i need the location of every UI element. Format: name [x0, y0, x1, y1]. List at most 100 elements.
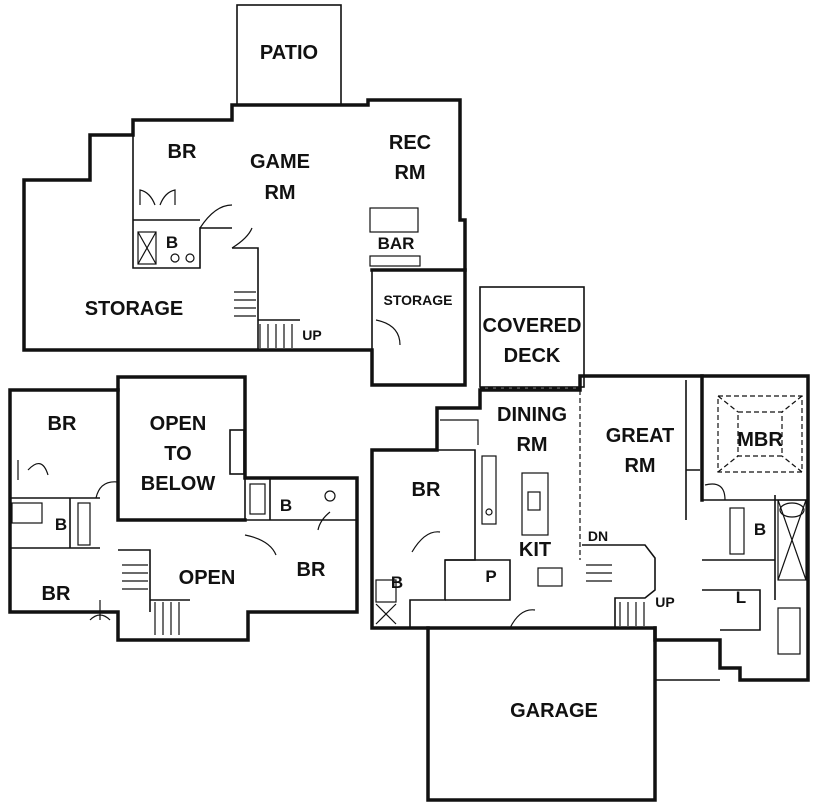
door-right-icon: [317, 511, 331, 531]
fridge-icon: [537, 567, 563, 587]
main-bath-left-label: B: [391, 573, 403, 592]
basement-br-label: BR: [168, 141, 197, 163]
main-dn-label: DN: [588, 528, 608, 544]
tray-ceiling-outer: [717, 395, 803, 473]
tray-ceiling-inner: [737, 411, 783, 457]
great-rm-label-2: RM: [624, 455, 655, 477]
storage-small-label: STORAGE: [384, 292, 453, 308]
basement-br-wall: [132, 120, 232, 269]
basement-bath-label: B: [166, 233, 178, 252]
upper-br-top-left-label: BR: [48, 413, 77, 435]
mbr-door-icon: [704, 483, 726, 501]
shower-x-icon: [137, 231, 157, 265]
bar-counter-icon: [369, 207, 419, 233]
open-to-below-label-2: TO: [164, 443, 191, 465]
br-door-icon: [411, 531, 441, 553]
toilet-icon: [170, 253, 180, 263]
closet-left-icon: [17, 460, 49, 480]
mbr-label: MBR: [737, 429, 783, 451]
main-outer-wall: [370, 374, 810, 682]
closet-door-icon: [139, 189, 176, 206]
master-bath-label: B: [754, 520, 766, 539]
kitchen-label: KIT: [519, 539, 551, 561]
rec-rm-label-2: RM: [394, 162, 425, 184]
bath-left-shower-icon: [375, 603, 397, 625]
open-label: OPEN: [179, 567, 236, 589]
main-level: [370, 286, 810, 802]
dining-rm-label-1: DINING: [497, 404, 567, 426]
island-sink-icon: [527, 491, 541, 511]
open-to-below-label-3: BELOW: [141, 473, 216, 495]
great-rm-label-1: GREAT: [606, 425, 675, 447]
stair-door-icon: [231, 227, 253, 249]
basement-up-label: UP: [302, 327, 321, 343]
stair-treads-icon: [234, 291, 293, 348]
upper-bath-right-label: B: [280, 496, 292, 515]
cooktop-icon: [485, 508, 493, 516]
main-up-label: UP: [655, 594, 674, 610]
main-br-label: BR: [412, 479, 441, 501]
storage-main-label: STORAGE: [85, 298, 184, 320]
main-stair-treads-icon: [586, 564, 645, 626]
door-br-right-icon: [244, 534, 277, 556]
master-shower-x-icon: [777, 499, 807, 581]
railing-icon: [229, 429, 245, 475]
basement-level: [22, 4, 467, 387]
pantry-wall: [445, 559, 511, 601]
covered-deck-label-2: DECK: [504, 345, 561, 367]
garage-label: GARAGE: [510, 700, 598, 722]
closet-br-icon: [440, 419, 479, 445]
closet-rod-icon: [777, 607, 801, 655]
main-br-wall: [409, 449, 476, 628]
laundry-wall: [702, 589, 761, 631]
basement-outer-wall: [22, 98, 467, 387]
tub-icon: [11, 502, 43, 524]
upper-stair-treads-icon: [122, 564, 180, 635]
sink-icon: [185, 253, 195, 263]
game-rm-label-1: GAME: [250, 151, 310, 173]
master-vanity-icon: [729, 507, 745, 555]
labels: PATIO BR GAME RM REC RM B BAR STORAGE ST…: [42, 42, 784, 722]
closet-bottom-icon: [89, 600, 111, 621]
covered-deck-label-1: COVERED: [483, 315, 582, 337]
patio-label: PATIO: [260, 42, 318, 64]
basement-stair-wall: [232, 247, 300, 350]
garage-wall: [426, 626, 657, 802]
open-to-below-wall: [116, 388, 247, 522]
toilet-right-icon: [324, 490, 336, 502]
tray-ceiling-diagonals: [717, 395, 803, 473]
bath-left-sink-icon: [375, 579, 397, 603]
vanity-icon: [77, 502, 91, 546]
dining-rm-label-2: RM: [516, 434, 547, 456]
master-bath-wall: [702, 495, 808, 600]
storage-door-icon: [375, 319, 401, 346]
pantry-label: P: [485, 567, 496, 586]
main-stair-wall: [582, 544, 656, 628]
bar-sink-icon: [369, 255, 421, 267]
upper-outer-wall: [8, 375, 359, 642]
kitchen-counter-icon: [481, 455, 497, 525]
game-rm-label-2: RM: [264, 182, 295, 204]
rec-rm-label-1: REC: [389, 132, 431, 154]
master-tub-icon: [779, 502, 805, 518]
upper-br-bottom-left-label: BR: [42, 583, 71, 605]
open-to-below-label-1: OPEN: [150, 413, 207, 435]
upper-bath-right-wall: [244, 478, 357, 521]
shower-right-icon: [249, 483, 266, 515]
door-swing-icon: [199, 204, 233, 229]
upper-level: [8, 375, 359, 642]
shower-icon: [137, 231, 157, 265]
great-rm-side-wall: [685, 380, 700, 520]
laundry-label: L: [736, 588, 746, 607]
upper-br-right-label: BR: [297, 559, 326, 581]
upper-bath-left-wall: [10, 497, 100, 549]
upper-stair-wall: [118, 549, 190, 612]
upper-bath-left-label: B: [55, 515, 67, 534]
covered-deck-outline: [479, 286, 585, 388]
garage-door-entry-icon: [509, 609, 536, 629]
door-left-icon: [95, 481, 119, 499]
kitchen-island-icon: [521, 472, 549, 536]
bar-label: BAR: [378, 234, 415, 253]
master-shower-icon: [777, 499, 807, 581]
